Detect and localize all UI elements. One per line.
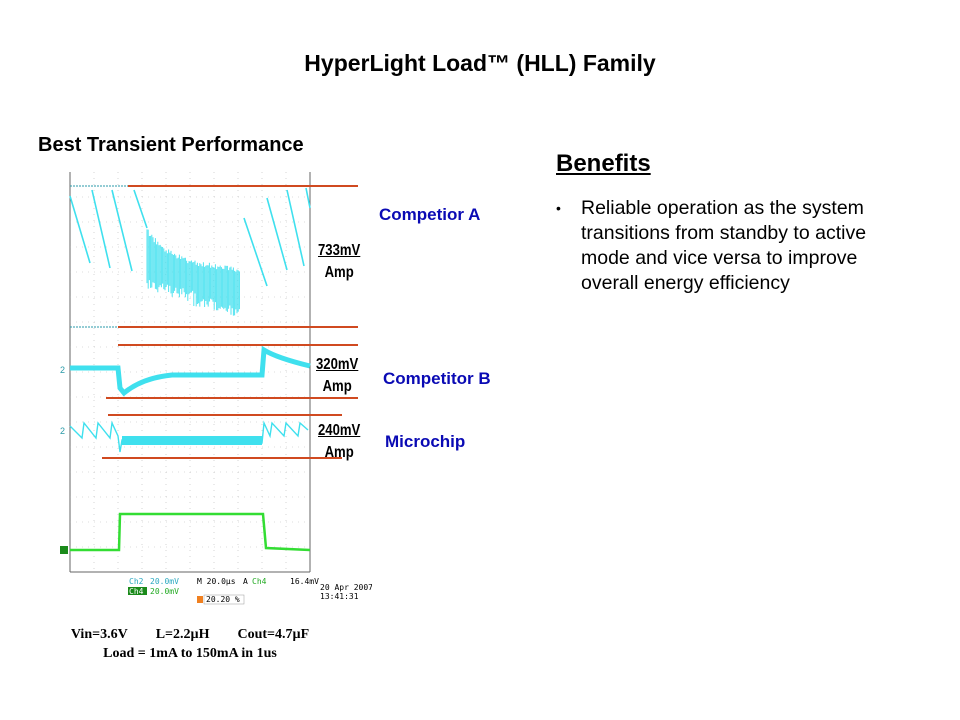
readout-ch2-scale: 20.0mV [150,577,179,586]
readout-timebase: M 20.0µs [197,577,236,586]
readout-trigger-mode: A [243,577,248,586]
benefit-text: Reliable operation as the system transit… [581,197,866,294]
readout-position: 20.20 % [206,595,240,604]
amplitude-label-microchip: 240mV Amp [318,420,360,464]
scope-traces: 22 [60,186,310,554]
scope-grid [70,172,310,572]
amplitude-label-competitor-b: 320mV Amp [316,354,358,398]
amplitude-unit: Amp [325,264,354,281]
trace-competitor-a-ripple [147,229,239,315]
amplitude-label-competitor-a: 733mV Amp [318,240,360,284]
readout-trigger-level: 16.4mV [290,577,319,586]
amplitude-unit: Amp [323,378,352,395]
amplitude-value: 240mV [318,420,360,442]
channel4-marker [60,546,68,554]
amplitude-value: 733mV [318,240,360,262]
channel2-marker: 2 [60,426,65,436]
section-title: Best Transient Performance [38,134,304,157]
amplitude-markers [102,186,358,458]
bullet-icon: • [556,196,561,221]
channel2-marker: 2 [60,365,65,375]
trace-microchip-ripple [122,436,262,445]
readout-ch2-label: Ch2 [129,577,144,586]
benefit-item: • Reliable operation as the system trans… [556,196,896,296]
label-microchip: Microchip [385,432,465,452]
readout-time: 13:41:31 [320,592,359,601]
readout-date: 20 Apr 2007 [320,583,372,592]
scope-readout: Ch2 20.0mV M 20.0µs A Ch4 16.4mV Ch4 20.… [128,577,372,604]
amplitude-unit: Amp [325,444,354,461]
trace-competitor-b [70,350,310,393]
test-conditions: Vin=3.6V L=2.2µH Cout=4.7µF Load = 1mA to … [30,625,350,663]
condition-inductance: L=2.2µH [156,625,210,644]
amplitude-value: 320mV [316,354,358,376]
label-competitor-b: Competitor B [383,369,491,389]
benefits-list: • Reliable operation as the system trans… [556,196,896,296]
slide-title: HyperLight Load™ (HLL) Family [0,50,960,77]
readout-trigger-channel: Ch4 [252,577,267,586]
condition-load: Load = 1mA to 150mA in 1us [30,644,350,663]
condition-vin: Vin=3.6V [71,625,128,644]
condition-cout: Cout=4.7µF [237,625,309,644]
readout-ch4-scale: 20.0mV [150,587,179,596]
readout-ch4-label: Ch4 [129,587,144,596]
label-competitor-a: Competior A [379,205,480,225]
benefits-title: Benefits [556,150,651,178]
